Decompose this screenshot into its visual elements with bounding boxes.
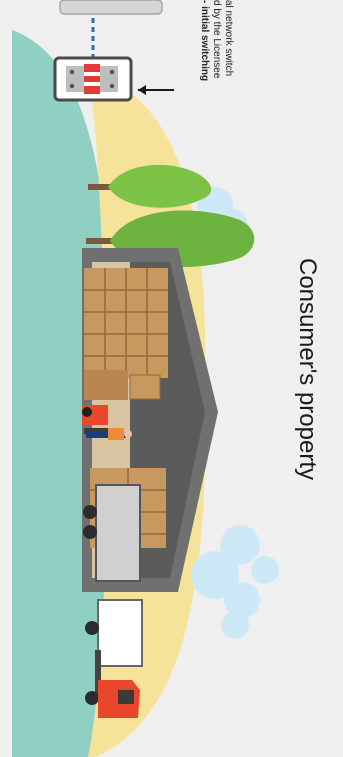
switch-note-line-1: al network switch	[223, 0, 234, 76]
switch-note-line-3: - initial switching	[199, 0, 210, 81]
switch-note-line-2: d by the Licensee	[211, 0, 222, 79]
top-box	[60, 0, 162, 14]
property-label: Consumer's property	[294, 258, 321, 480]
forklift	[82, 405, 108, 434]
cloud-lower	[191, 525, 279, 639]
switch-red-breaker	[84, 64, 100, 94]
pointer-arrow	[138, 85, 174, 95]
network-switch	[55, 58, 131, 100]
